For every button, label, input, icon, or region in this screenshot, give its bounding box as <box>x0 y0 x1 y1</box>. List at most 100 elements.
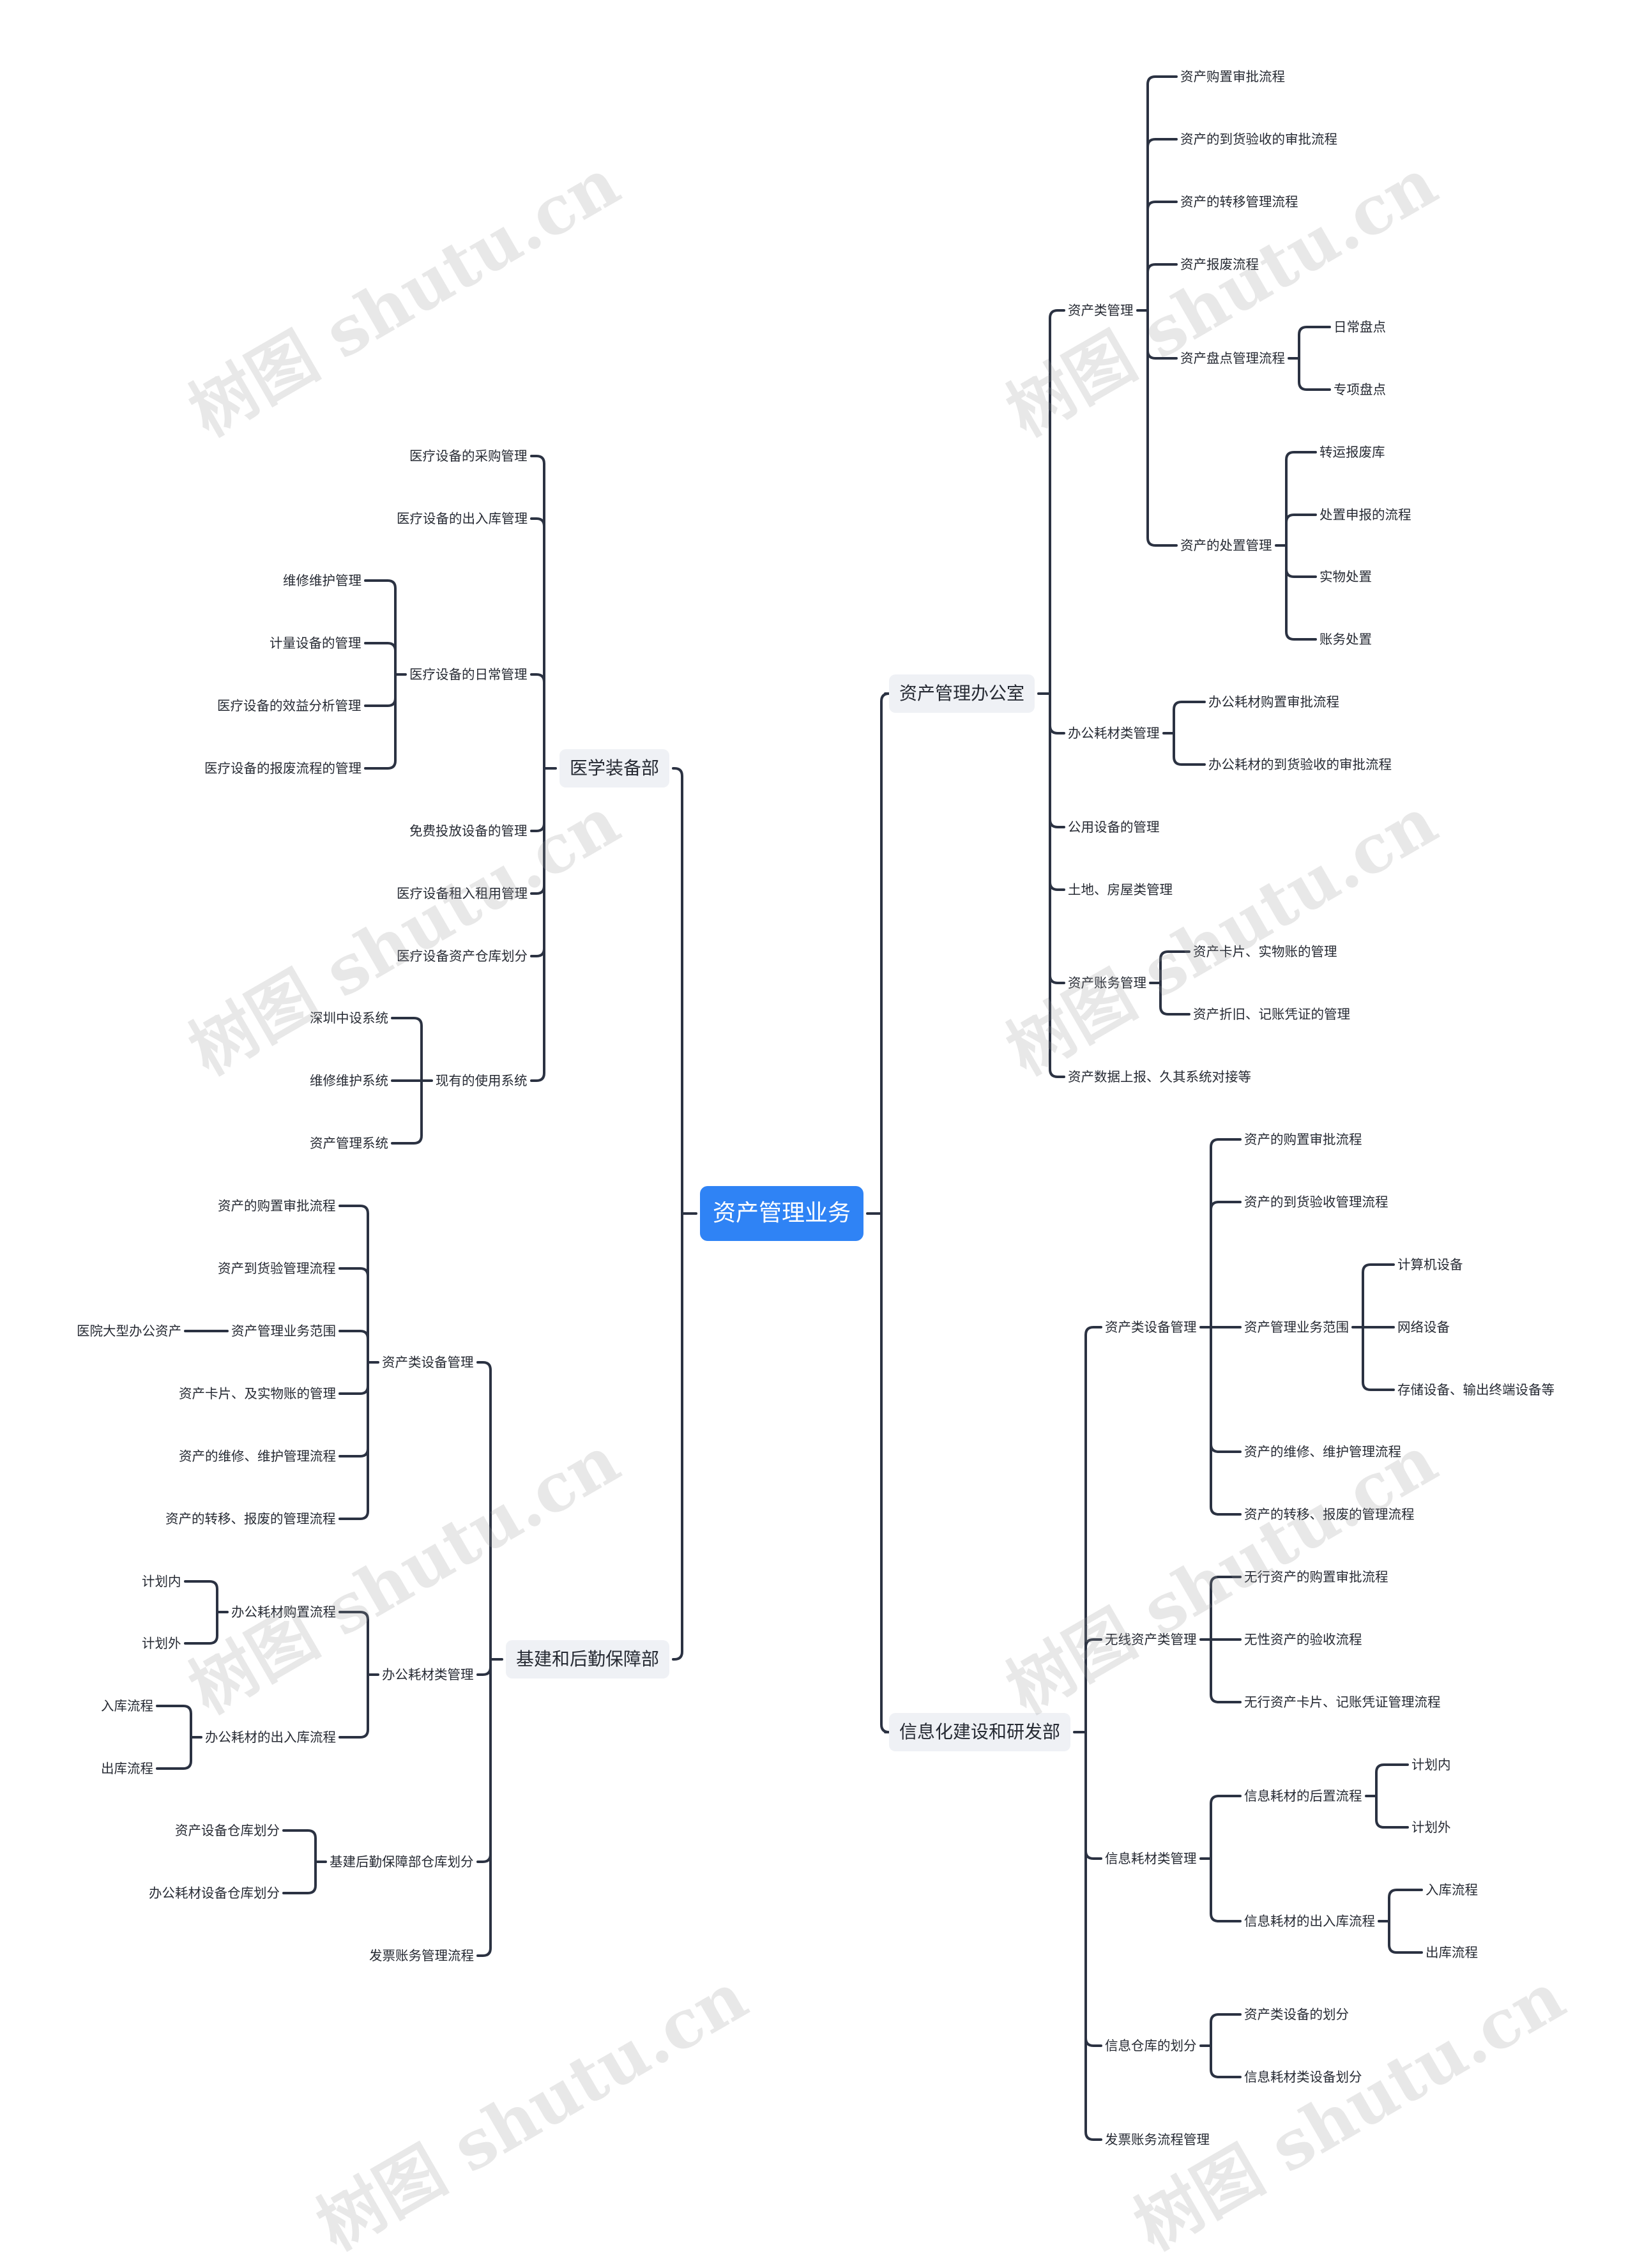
node-infra-outbound-flow[interactable]: 出库流程 <box>101 1761 153 1776</box>
connector-lines <box>156 75 1423 2141</box>
connector-line <box>1049 692 1065 891</box>
node-data-reporting[interactable]: 资产数据上报、久其系统对接等 <box>1068 1069 1251 1085</box>
node-metering-equipment-mgmt[interactable]: 计量设备的管理 <box>270 635 361 651</box>
node-consumables-equipment-warehouse[interactable]: 办公耗材设备仓库划分 <box>149 1885 280 1901</box>
node-it-transfer-scrap-flow[interactable]: 资产的转移、报废的管理流程 <box>1244 1507 1415 1522</box>
node-asset-transfer-flow[interactable]: 资产的转移管理流程 <box>1180 194 1298 209</box>
node-asset-disposal-mgmt[interactable]: 资产的处置管理 <box>1180 538 1272 553</box>
connector-line <box>338 1673 369 1739</box>
node-inbound-flow[interactable]: 入库流程 <box>1426 1882 1478 1898</box>
connector-line <box>1388 1889 1423 1922</box>
node-medical-purchase-mgmt[interactable]: 医疗设备的采购管理 <box>409 448 528 464</box>
node-asset-inventory-flow[interactable]: 资产盘点管理流程 <box>1180 351 1285 366</box>
node-office-consumables-purchase-flow[interactable]: 办公耗材购置流程 <box>231 1604 336 1620</box>
node-infra-planned[interactable]: 计划内 <box>142 1574 181 1589</box>
connector-line <box>1210 1576 1242 1641</box>
node-invoice-account-flow-mgmt[interactable]: 发票账务流程管理 <box>1105 2132 1210 2147</box>
node-network-equipment[interactable]: 网络设备 <box>1397 1320 1450 1335</box>
node-consumables-purchase-approval[interactable]: 办公耗材购置审批流程 <box>1208 694 1339 710</box>
node-it-asset-equipment-mgmt[interactable]: 资产类设备管理 <box>1105 1320 1197 1335</box>
node-infra-unplanned[interactable]: 计划外 <box>142 1636 181 1651</box>
node-unplanned[interactable]: 计划外 <box>1411 1820 1451 1835</box>
node-info-consumables-inout-flow[interactable]: 信息耗材的出入库流程 <box>1244 1914 1375 1929</box>
node-physical-disposal[interactable]: 实物处置 <box>1319 569 1372 584</box>
connector-line <box>476 1658 492 1957</box>
node-benefit-analysis-mgmt[interactable]: 医疗设备的效益分析管理 <box>217 698 361 713</box>
branch-asset-office[interactable]: 资产管理办公室 <box>889 674 1035 713</box>
node-infra-transfer-scrap-flow[interactable]: 资产的转移、报废的管理流程 <box>165 1511 336 1526</box>
node-intangible-card-voucher[interactable]: 无行资产卡片、记账凭证管理流程 <box>1244 1694 1441 1710</box>
node-shenzhen-zhongshe-system[interactable]: 深圳中设系统 <box>310 1010 388 1026</box>
node-infra-delivery-inspection[interactable]: 资产到货验管理流程 <box>218 1261 336 1276</box>
node-info-consumables-post-flow[interactable]: 信息耗材的后置流程 <box>1244 1788 1362 1804</box>
node-infra-business-scope[interactable]: 资产管理业务范围 <box>231 1323 336 1339</box>
node-existing-systems[interactable]: 现有的使用系统 <box>436 1073 528 1088</box>
node-planned[interactable]: 计划内 <box>1411 1757 1451 1772</box>
node-public-equipment-mgmt[interactable]: 公用设备的管理 <box>1068 819 1160 835</box>
node-daily-inventory[interactable]: 日常盘点 <box>1334 319 1386 335</box>
node-land-housing-mgmt[interactable]: 土地、房屋类管理 <box>1068 882 1173 897</box>
node-medical-warehouse-division[interactable]: 医疗设备资产仓库划分 <box>397 948 528 964</box>
node-consumables-equipment-division[interactable]: 信息耗材类设备划分 <box>1244 2069 1362 2085</box>
node-office-consumables-mgmt[interactable]: 办公耗材类管理 <box>1068 726 1160 741</box>
node-asset-equipment-division[interactable]: 资产类设备的划分 <box>1244 2007 1349 2022</box>
branch-infrastructure-logistics[interactable]: 基建和后勤保障部 <box>506 1640 670 1678</box>
connector-line <box>338 1361 369 1457</box>
node-it-purchase-approval[interactable]: 资产的购置审批流程 <box>1244 1132 1362 1147</box>
connector-line <box>184 1611 218 1645</box>
node-storage-output-equipment[interactable]: 存储设备、输出终端设备等 <box>1397 1382 1555 1397</box>
node-depreciation-vouchers[interactable]: 资产折旧、记账凭证的管理 <box>1193 1007 1350 1022</box>
node-it-delivery-acceptance[interactable]: 资产的到货验收管理流程 <box>1244 1194 1388 1210</box>
node-infra-invoice-flow[interactable]: 发票账务管理流程 <box>369 1948 474 1963</box>
node-asset-scrap-flow[interactable]: 资产报废流程 <box>1180 257 1259 272</box>
connector-line <box>1375 1795 1409 1829</box>
node-it-maintenance-flow[interactable]: 资产的维修、维护管理流程 <box>1244 1444 1401 1459</box>
branch-medical-equipment-dept[interactable]: 医学装备部 <box>559 749 670 788</box>
node-asset-accounts-mgmt[interactable]: 资产账务管理 <box>1068 975 1146 991</box>
node-repair-maintenance-system[interactable]: 维修维护系统 <box>310 1073 388 1088</box>
node-account-disposal[interactable]: 账务处置 <box>1319 632 1372 647</box>
node-intangible-purchase-approval[interactable]: 无行资产的购置审批流程 <box>1244 1569 1388 1585</box>
node-repair-maintenance-mgmt[interactable]: 维修维护管理 <box>283 573 361 588</box>
node-asset-category-mgmt[interactable]: 资产类管理 <box>1068 303 1134 318</box>
node-medical-lease-mgmt[interactable]: 医疗设备租入租用管理 <box>397 886 528 901</box>
node-computer-equipment[interactable]: 计算机设备 <box>1397 1257 1463 1272</box>
node-infra-card-ledger[interactable]: 资产卡片、及实物账的管理 <box>179 1386 336 1401</box>
node-medical-scrap-flow-mgmt[interactable]: 医疗设备的报废流程的管理 <box>204 761 361 776</box>
connector-line <box>364 642 397 676</box>
node-info-warehouse-division[interactable]: 信息仓库的划分 <box>1105 2038 1197 2053</box>
connector-line <box>156 1705 192 1739</box>
connector-line <box>1362 1326 1395 1391</box>
node-disposal-application[interactable]: 处置申报的流程 <box>1319 507 1411 522</box>
node-special-inventory[interactable]: 专项盘点 <box>1334 382 1386 397</box>
node-medical-inout-mgmt[interactable]: 医疗设备的出入库管理 <box>397 511 528 526</box>
node-asset-card-ledger[interactable]: 资产卡片、实物账的管理 <box>1193 944 1337 959</box>
node-intangible-asset-mgmt[interactable]: 无线资产类管理 <box>1105 1632 1197 1647</box>
node-transfer-scrap-warehouse[interactable]: 转运报废库 <box>1319 445 1385 460</box>
root-node[interactable]: 资产管理业务 <box>700 1186 864 1241</box>
node-infra-purchase-approval[interactable]: 资产的购置审批流程 <box>218 1198 336 1214</box>
branch-it-rnd[interactable]: 信息化建设和研发部 <box>889 1713 1071 1751</box>
node-infra-inbound-flow[interactable]: 入库流程 <box>101 1698 153 1714</box>
connector-line <box>1285 544 1317 641</box>
node-office-consumables-inout-flow[interactable]: 办公耗材的出入库流程 <box>205 1730 336 1745</box>
connector-line <box>1210 1201 1242 1328</box>
node-asset-equipment-warehouse[interactable]: 资产设备仓库划分 <box>175 1823 280 1838</box>
node-info-consumables-mgmt[interactable]: 信息耗材类管理 <box>1105 1851 1197 1866</box>
node-consumables-delivery-approval[interactable]: 办公耗材的到货验收的审批流程 <box>1208 757 1392 772</box>
connector-line <box>1049 692 1065 984</box>
node-hospital-large-office-assets[interactable]: 医院大型办公资产 <box>77 1323 181 1339</box>
node-asset-purchase-approval[interactable]: 资产购置审批流程 <box>1180 69 1285 84</box>
node-infra-asset-equipment-mgmt[interactable]: 资产类设备管理 <box>382 1355 474 1370</box>
node-it-business-scope[interactable]: 资产管理业务范围 <box>1244 1320 1349 1335</box>
node-medical-daily-mgmt[interactable]: 医疗设备的日常管理 <box>409 667 528 682</box>
connector-line <box>476 1361 492 1661</box>
node-infra-maintenance-flow[interactable]: 资产的维修、维护管理流程 <box>179 1449 336 1464</box>
node-free-placement-mgmt[interactable]: 免费投放设备的管理 <box>409 823 528 839</box>
node-intangible-acceptance[interactable]: 无性资产的验收流程 <box>1244 1632 1362 1647</box>
node-asset-management-system[interactable]: 资产管理系统 <box>310 1136 388 1151</box>
node-outbound-flow[interactable]: 出库流程 <box>1426 1945 1478 1960</box>
node-infra-office-consumables-mgmt[interactable]: 办公耗材类管理 <box>382 1667 474 1682</box>
node-infra-warehouse-division[interactable]: 基建后勤保障部仓库划分 <box>330 1854 474 1869</box>
node-asset-delivery-approval[interactable]: 资产的到货验收的审批流程 <box>1180 132 1337 147</box>
